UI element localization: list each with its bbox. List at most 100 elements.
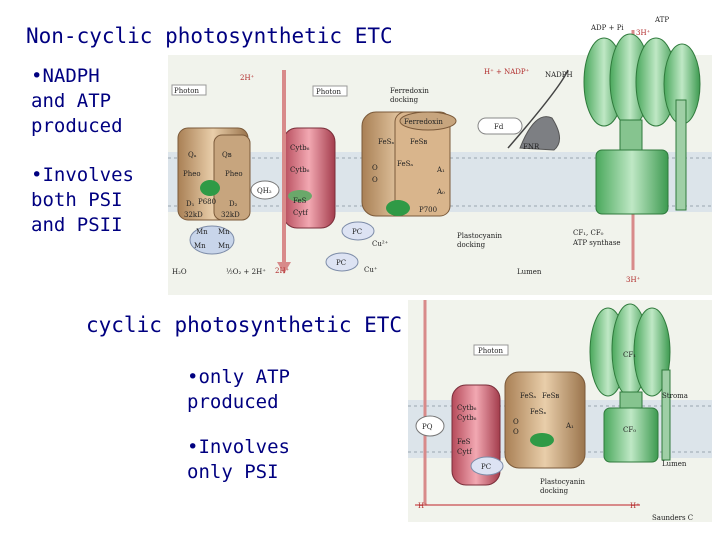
p680-chlorophyll-icon (200, 180, 220, 196)
cyclic-psi-complex (504, 371, 586, 469)
cyclic-pc-label: PC (481, 463, 491, 471)
cyclic-o-label-1: O (513, 418, 519, 426)
fesa-label: FeSₐ (397, 160, 413, 168)
cyclic-photon-label: Photon (478, 347, 503, 355)
cytb6-label-2: Cytb₆ (290, 166, 310, 174)
cyclic-cytf-label: Cytf (457, 448, 473, 456)
o-label-1: O (372, 164, 378, 172)
fd-label: Fd (494, 123, 504, 131)
o-label-2: O (372, 176, 378, 184)
fesx-label: FeSₓ (378, 138, 394, 146)
psii-d2-subunit (213, 134, 251, 221)
fesb-label: FeSʙ (410, 138, 427, 146)
ferredoxin-docking-label: Ferredoxin (390, 87, 429, 95)
bullet2-line3: and PSII (31, 214, 123, 236)
cyclic-plastocyanin-label-2: docking (540, 487, 569, 495)
cyclic-fesx-label: FeSₓ (530, 408, 546, 416)
cyclic-plastocyanin (470, 456, 504, 476)
three-h-bottom-label: 3H⁺ (626, 276, 641, 284)
title-noncyclic: Non-cyclic photosynthetic ETC (26, 24, 393, 48)
fd-carrier (477, 117, 523, 135)
cyclic-a1-label: A₁ (565, 422, 574, 430)
cf1-cf0-label: CF₁, CF₀ (573, 229, 604, 237)
atp-synthase-1 (583, 33, 701, 215)
cyclic-p700-icon (530, 433, 554, 447)
bullet4-line1: •Involves (187, 436, 290, 458)
nadph-arrow (507, 69, 569, 149)
a1-label: A₁ (436, 166, 445, 174)
bullet1-line1: •NADPH (31, 65, 100, 87)
cytochrome-b6f-complex (282, 127, 336, 229)
fnr-label: FNR (523, 143, 540, 151)
atp-label: ATP (654, 16, 669, 24)
ferredoxin-label: Ferredoxin (404, 118, 443, 126)
pheo-label-2: Pheo (225, 170, 243, 178)
h2o-label: H₂O (172, 268, 187, 276)
plastocyanin-docking-label: Plastocyanin (457, 232, 503, 240)
photon-label-1: Photon (174, 87, 199, 95)
adp-pi-label: ADP + Pi (590, 24, 624, 32)
d1-label: D₁ (186, 200, 195, 208)
bullet3-line2: produced (187, 391, 279, 413)
bullet3-line1: •only ATP (187, 366, 290, 388)
cytf-label: Cytf (293, 209, 309, 217)
p700-label: P700 (419, 206, 437, 214)
bullet4-line2: only PSI (187, 461, 279, 483)
fnr-enzyme (519, 116, 560, 151)
bullet1-line2: and ATP (31, 90, 112, 112)
pheo-label-1: Pheo (183, 170, 201, 178)
plastocyanin-docking-label-2: docking (457, 241, 486, 249)
mn-label-1: Mn (196, 228, 208, 236)
p680-label: P680 (198, 198, 216, 206)
photon-label-2: Photon (316, 88, 341, 96)
mn-label-2: Mn (218, 228, 230, 236)
cu2-label: Cu²⁺ (372, 240, 389, 248)
cytb6-label-1: Cytb₆ (290, 144, 310, 152)
atp-synthase-2 (589, 303, 671, 463)
nadph-label: NADPH (545, 71, 573, 79)
h-plus-top-label: 2H⁺ (240, 74, 255, 82)
fes-label: FeS (293, 197, 307, 205)
cyclic-fes-label: FeS (457, 438, 471, 446)
cu1-label: Cu⁺ (364, 266, 378, 274)
noncyclic-diagram: Photon 2H⁺ Photon Ferredoxin docking Fer… (168, 16, 712, 295)
proton-arrowhead (277, 262, 291, 274)
cyclic-plastocyanin-label: Plastocyanin (540, 478, 586, 486)
p700-chlorophyll-icon (386, 200, 410, 216)
cytb6f-green-subunit (288, 190, 312, 202)
pc-label-2: PC (336, 259, 346, 267)
qh2-carrier (250, 180, 280, 200)
d2-label: D₂ (229, 200, 238, 208)
cyclic-fesa-label: FeSₐ (520, 392, 536, 400)
plastocyanin-reduced (325, 252, 359, 272)
plastocyanin-oxidized (341, 221, 375, 241)
ferredoxin-protein (399, 111, 457, 131)
h-nadp-label: H⁺ + NADP⁺ (484, 68, 530, 76)
cyclic-lumen-label: Lumen (662, 460, 687, 468)
cyclic-cytb6-label-1: Cytb₆ (457, 404, 477, 412)
oec-manganese (189, 225, 235, 255)
bullet2-line1: •Involves (31, 164, 134, 186)
cyclic-o-label-2: O (513, 428, 519, 436)
pq-carrier (415, 415, 445, 437)
ferredoxin-docking-label-2: docking (390, 96, 419, 104)
qh2-label: QH₂ (257, 187, 272, 195)
bullet2-line2: both PSI (31, 189, 123, 211)
cyclic-fesb-label: FeSʙ (542, 392, 559, 400)
pq-label: PQ (422, 423, 433, 431)
half-o2-label: ½O₂ + 2H⁺ (226, 268, 266, 276)
qb-label: Qʙ (222, 151, 232, 159)
qa-label: Qₐ (188, 151, 197, 159)
credit-label: Saunders C (652, 514, 693, 522)
stroma-label: Stroma (662, 392, 688, 400)
cyclic-cf1-label: CF₁ (623, 351, 636, 359)
cyclic-h-left-label: H⁺ (418, 502, 428, 510)
cyclic-h-right-label: H⁺ (630, 502, 640, 510)
32kd-label-1: 32kD (184, 211, 203, 219)
cyclic-diagram: Photon CF₁ Stroma CF₀ Lumen PQ Cytb₆ Cyt… (408, 300, 712, 522)
bullet1-line3: produced (31, 115, 123, 137)
32kd-label-2: 32kD (221, 211, 240, 219)
title-cyclic: cyclic photosynthetic ETC (86, 313, 403, 337)
pc-label-1: PC (352, 228, 362, 236)
